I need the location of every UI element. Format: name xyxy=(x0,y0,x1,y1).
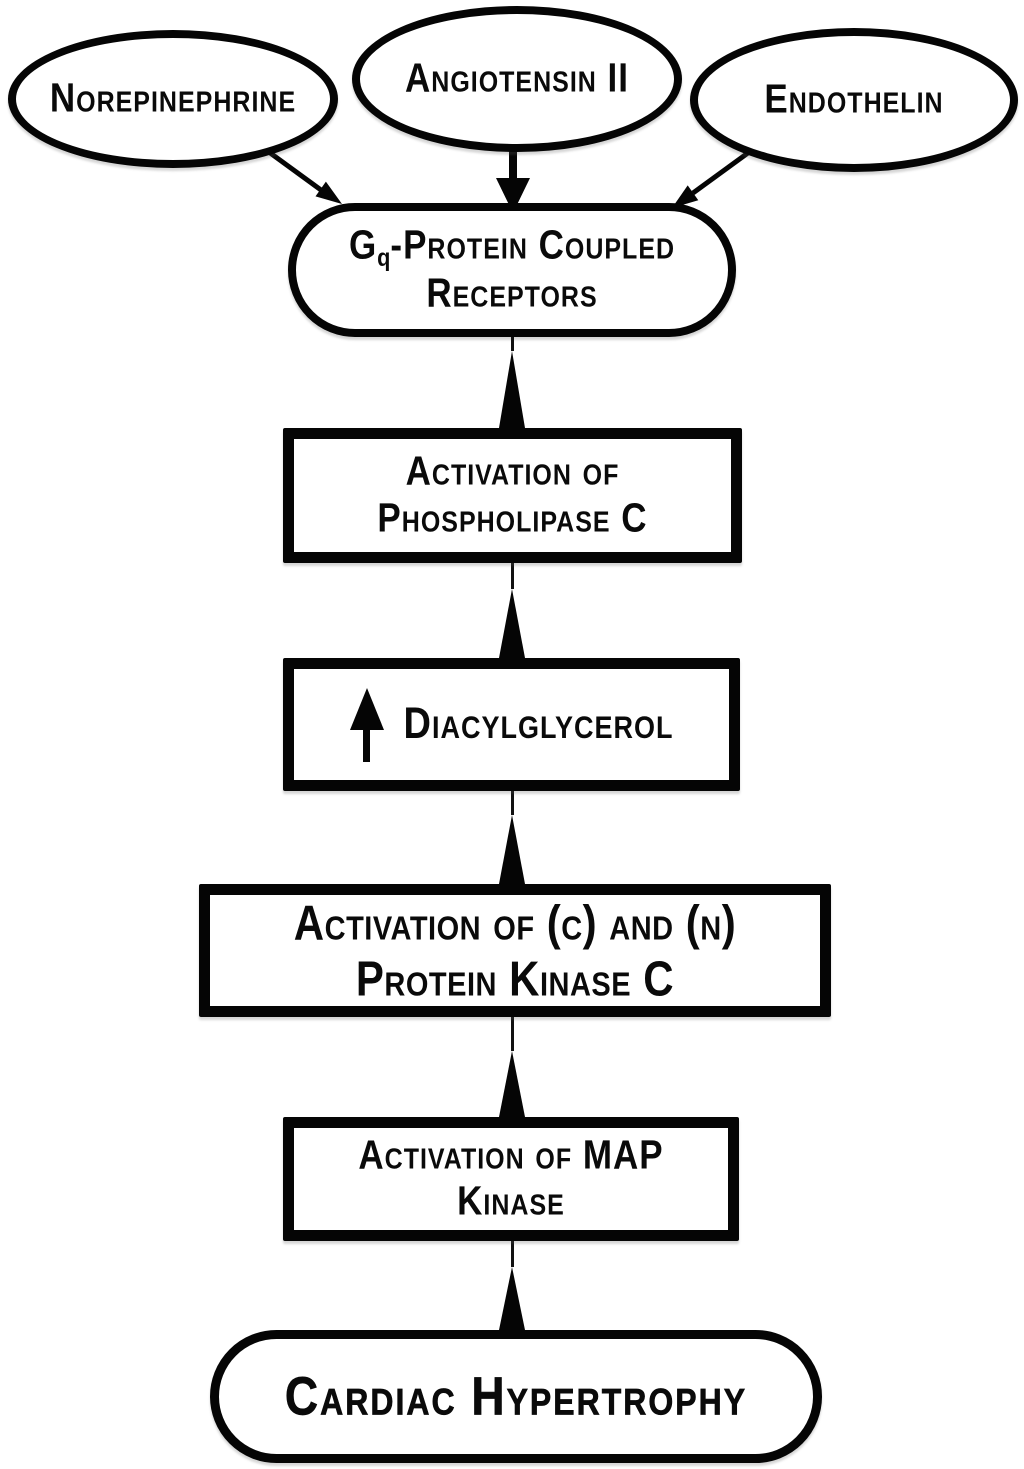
step-activation-of-protein-kinase-c: Activation of (c) and (n) Protein Kinase… xyxy=(199,884,831,1017)
arrow-receptors-to-plc xyxy=(499,337,525,428)
step-activation-of-map-kinase: Activation of MAP Kinase xyxy=(283,1117,739,1241)
stimulus-endothelin: Endothelin xyxy=(690,28,1018,172)
increase-arrow-icon xyxy=(349,687,384,762)
stimulus-norepinephrine-label: Norepinephrine xyxy=(49,75,297,121)
arrow-mapk-to-hypertrophy xyxy=(499,1241,525,1330)
step-line: Protein Kinase C xyxy=(355,950,675,1006)
receptor-label-line2: Receptors xyxy=(426,270,598,316)
step-increased-diacylglycerol: Diacylglycerol xyxy=(283,658,740,791)
receptor-label-line1: Gq-Protein Coupled xyxy=(349,219,675,275)
stimulus-endothelin-label: Endothelin xyxy=(764,76,944,122)
stimulus-angiotensin-ii-label: Angiotensin II xyxy=(404,55,629,101)
step-activation-of-phospholipase-c: Activation of Phospholipase C xyxy=(283,428,742,563)
arrow-plc-to-dag xyxy=(499,563,525,658)
step-line: Activation of xyxy=(405,449,620,495)
receptor-subscript-q: q xyxy=(377,242,391,272)
step-line: Activation of (c) and (n) xyxy=(293,895,737,950)
outcome-label: Cardiac Hypertrophy xyxy=(284,1365,748,1427)
arrow-endothelin-to-receptors xyxy=(672,147,754,208)
step-line: Kinase xyxy=(457,1178,565,1225)
stimulus-angiotensin-ii: Angiotensin II xyxy=(352,6,682,152)
step-line: Phospholipase C xyxy=(377,495,648,541)
outcome-cardiac-hypertrophy: Cardiac Hypertrophy xyxy=(210,1330,822,1463)
receptor-rest: -Protein Coupled xyxy=(390,222,676,268)
receptor-g: G xyxy=(348,222,378,268)
node-gq-protein-coupled-receptors: Gq-Protein Coupled Receptors xyxy=(288,203,736,337)
arrow-dag-to-pkc xyxy=(499,791,525,884)
arrow-norepinephrine-to-receptors xyxy=(260,144,342,204)
stimulus-norepinephrine: Norepinephrine xyxy=(8,30,338,168)
arrow-pkc-to-mapk xyxy=(499,1017,525,1117)
step-line: Activation of MAP xyxy=(358,1132,664,1178)
step-line: Diacylglycerol xyxy=(403,700,674,749)
